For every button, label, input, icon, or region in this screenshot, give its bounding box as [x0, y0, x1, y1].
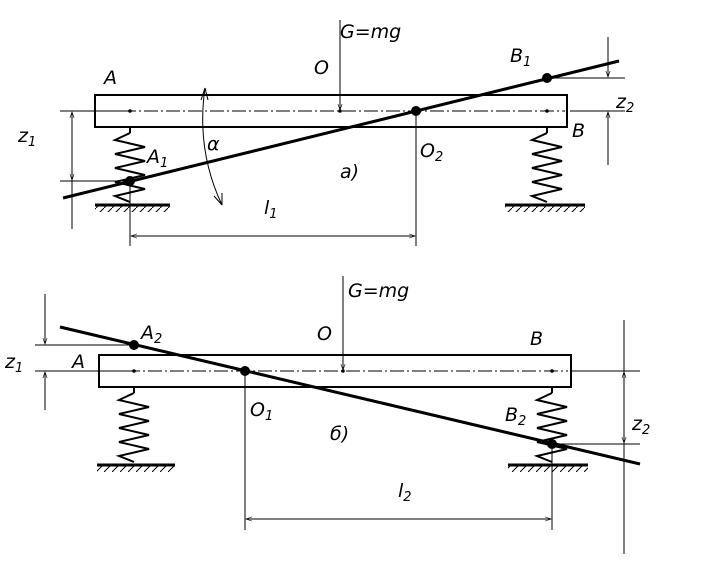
label-o1: O1 — [250, 399, 273, 424]
point-b-dot-b — [550, 369, 554, 373]
angle-arc-arrow-bottom — [213, 193, 223, 206]
caption-b: б) — [330, 423, 349, 445]
label-a-b: A — [70, 351, 85, 373]
force-label-a: G=mg — [340, 21, 401, 43]
tilted-axis-b — [59, 325, 641, 466]
right-spring-a — [505, 127, 585, 212]
label-a: A — [102, 67, 117, 89]
right-spring-b — [508, 387, 588, 472]
point-b2-dot — [547, 439, 557, 449]
tilted-axis-a — [62, 59, 620, 200]
diagram-a: G=mg A O B1 B A1 O2 α а) z1 z2 l1 — [17, 20, 634, 246]
label-b-b: B — [530, 328, 543, 350]
label-b1: B1 — [510, 45, 531, 70]
force-label-b: G=mg — [348, 280, 409, 302]
point-a-dot-b — [132, 369, 136, 373]
label-l2: l2 — [398, 480, 412, 505]
z1-dimension-a — [60, 110, 128, 229]
point-a2-dot — [129, 340, 139, 350]
label-l1: l1 — [264, 197, 278, 222]
label-z2-a: z2 — [615, 91, 634, 116]
point-o2-dot — [411, 106, 421, 116]
label-b2: B2 — [505, 404, 526, 429]
point-a1-dot — [125, 176, 135, 186]
point-b-dot — [545, 109, 549, 113]
z1-dimension-b — [35, 294, 132, 410]
label-b: B — [572, 120, 585, 142]
label-o: O — [314, 57, 329, 79]
l1-dimension-a — [129, 116, 417, 246]
point-b1-dot — [542, 73, 552, 83]
point-a-dot — [128, 109, 132, 113]
label-o2: O2 — [420, 140, 443, 165]
diagram-b: G=mg A2 O B A O1 B2 б) z1 z2 l2 — [4, 276, 650, 554]
label-a1: A1 — [145, 146, 168, 171]
z2-dimension-a — [550, 37, 625, 165]
angle-arc-arrow-top — [200, 87, 209, 101]
left-spring-a — [95, 127, 170, 212]
l2-dimension-b — [244, 376, 553, 530]
label-a2: A2 — [139, 322, 162, 347]
label-alpha: α — [207, 133, 220, 155]
caption-a: а) — [340, 161, 359, 183]
label-z1-a: z1 — [17, 125, 36, 150]
label-z2-b: z2 — [631, 413, 650, 438]
left-spring-b — [97, 387, 175, 472]
label-z1-b: z1 — [4, 351, 23, 376]
angle-alpha-arc — [202, 87, 223, 206]
z2-dimension-b — [557, 320, 640, 554]
label-o-b: O — [317, 323, 332, 345]
point-o1-dot — [240, 366, 250, 376]
